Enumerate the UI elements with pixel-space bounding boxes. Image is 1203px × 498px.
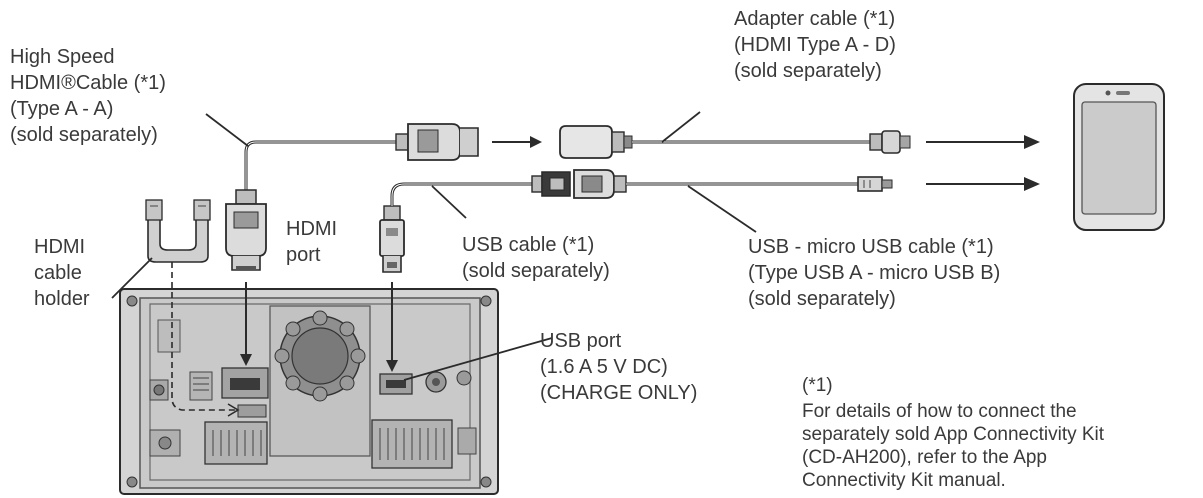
footnote-line: For details of how to connect the: [802, 401, 1077, 422]
adapter-cable-label: Adapter cable (*1) (HDMI Type A - D) (so…: [734, 8, 896, 82]
footnote-mark: (*1): [802, 375, 833, 396]
hdmi-adapter-icon: [559, 125, 633, 159]
footnote-line: Connectivity Kit manual.: [802, 470, 1006, 491]
cable-holder-icon: [145, 199, 211, 263]
usb-plug-icon: [379, 205, 405, 273]
usb-micro-usb-cable-label: USB - micro USB cable (*1) (Type USB A -…: [748, 236, 1001, 310]
usb-port-label: USB port (1.6 A 5 V DC) (CHARGE ONLY): [540, 330, 698, 404]
hdmi-cable-holder-label: HDMI cable holder: [34, 236, 90, 310]
micro-usb-plug-icon: [869, 130, 911, 154]
hdmi-port-label: HDMI port: [286, 218, 338, 266]
hdmi-plug-icon: [225, 189, 267, 271]
head-unit-icon: [119, 288, 499, 495]
cooling-fan-icon: [274, 310, 366, 402]
footnote-line: (CD-AH200), refer to the App: [802, 447, 1047, 468]
hdmi-cable-label: High Speed HDMI®Cable (*1) (Type A - A) …: [10, 46, 166, 146]
micro-usb-plug-icon: [857, 176, 893, 192]
hdmi-plug-icon: [395, 123, 479, 161]
footnote-line: separately sold App Connectivity Kit: [802, 424, 1105, 445]
smartphone-icon: [1073, 83, 1165, 231]
footnote: (*1) For details of how to connect the s…: [802, 374, 1104, 492]
usb-plug-icon: [531, 169, 627, 199]
usb-cable-label: USB cable (*1) (sold separately): [462, 234, 610, 282]
